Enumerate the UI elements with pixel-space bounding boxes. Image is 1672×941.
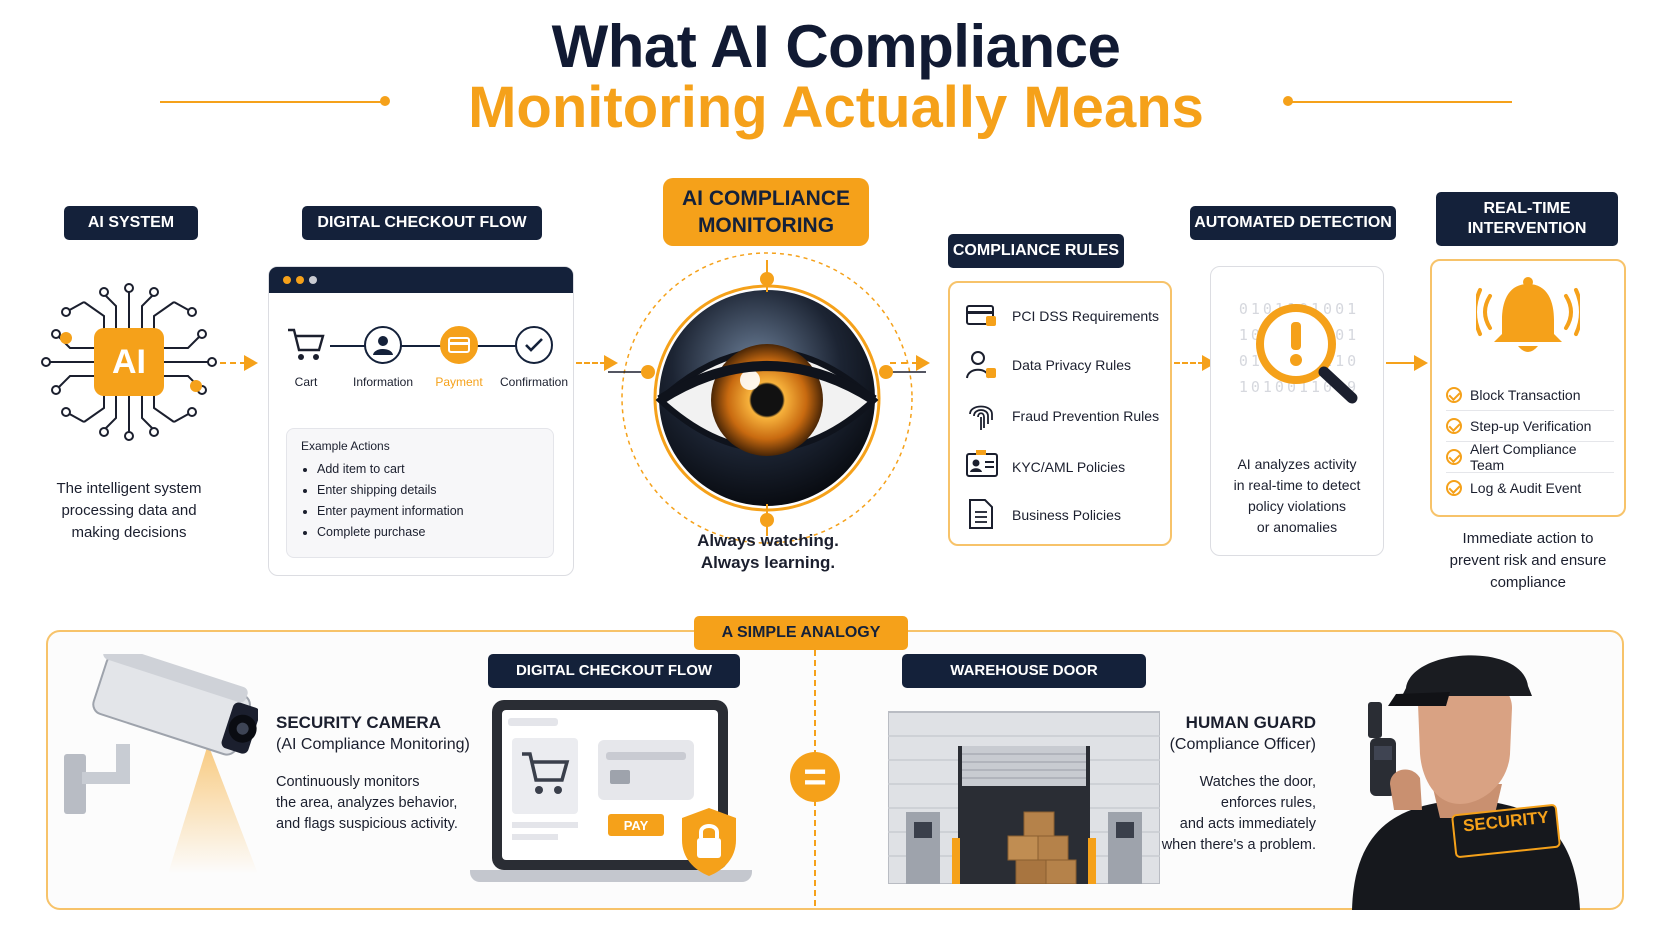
step-label-information: Information xyxy=(352,375,414,389)
flow-arrow-2-head xyxy=(604,355,618,371)
check-circle-icon xyxy=(1446,480,1462,496)
ai-system-label: AI SYSTEM xyxy=(64,206,198,240)
window-dot-icon xyxy=(296,276,304,284)
guard-description: Watches the door, enforces rules, and ac… xyxy=(1161,774,1316,853)
credit-card-icon xyxy=(448,337,470,353)
example-action: Add item to cart xyxy=(317,459,539,480)
step-label-confirmation: Confirmation xyxy=(499,375,569,389)
step-label-payment: Payment xyxy=(435,375,483,389)
title-line-1: What AI Compliance xyxy=(551,13,1121,80)
security-guard-illustration xyxy=(1352,655,1580,910)
camera-title: SECURITY CAMERA xyxy=(276,713,441,732)
real-time-intervention-label: REAL-TIME INTERVENTION xyxy=(1436,192,1618,246)
cart-icon xyxy=(288,328,325,360)
action-step-up-verification: Step-up Verification xyxy=(1446,411,1614,441)
monitoring-label: AI COMPLIANCE MONITORING xyxy=(663,178,869,246)
title-rule-left xyxy=(160,101,385,103)
flow-arrow-1-head xyxy=(244,355,258,371)
action-block-transaction: Block Transaction xyxy=(1446,380,1614,410)
eye-monitor-icon xyxy=(608,252,926,544)
window-titlebar xyxy=(269,267,573,293)
title-rule-right xyxy=(1290,101,1512,103)
equals-badge: = xyxy=(790,752,840,802)
flow-arrow-4 xyxy=(1174,362,1204,364)
analogy-label: A SIMPLE ANALOGY xyxy=(694,616,908,650)
document-icon xyxy=(969,499,993,529)
alarm-bell-icon xyxy=(1476,277,1580,352)
steps-connector xyxy=(330,345,530,347)
checkout-label: DIGITAL CHECKOUT FLOW xyxy=(302,206,542,240)
example-actions-box: Example Actions Add item to cart Enter s… xyxy=(286,428,554,558)
laptop-base xyxy=(470,870,752,882)
security-camera-icon xyxy=(64,654,258,874)
alert-magnifier-icon xyxy=(1256,304,1358,404)
fingerprint-icon xyxy=(969,405,993,430)
user-lock-icon xyxy=(966,351,996,379)
rule-business-policies: Business Policies xyxy=(1012,507,1121,523)
monitoring-caption: Always watching. Always learning. xyxy=(697,531,839,572)
title-dot-right xyxy=(1283,96,1293,106)
ai-circuit-brain-icon xyxy=(41,283,217,441)
analogy-checkout-label: DIGITAL CHECKOUT FLOW xyxy=(488,654,740,688)
card-lock-icon xyxy=(966,305,996,326)
window-dot-icon xyxy=(283,276,291,284)
camera-description: Continuously monitors the area, analyzes… xyxy=(276,774,458,832)
window-dot-icon xyxy=(309,276,317,284)
camera-subtitle: (AI Compliance Monitoring) xyxy=(276,736,470,753)
title-dot-left xyxy=(380,96,390,106)
warehouse-building-icon xyxy=(888,711,1160,884)
intervention-description: Immediate action to prevent risk and ens… xyxy=(1449,530,1607,591)
check-circle-icon xyxy=(1446,449,1462,465)
guard-title: HUMAN GUARD xyxy=(1185,713,1316,732)
flow-arrow-3 xyxy=(890,362,918,364)
pay-button[interactable]: PAY xyxy=(608,814,664,836)
information-step-icon[interactable] xyxy=(364,326,402,364)
confirmation-step-icon[interactable] xyxy=(515,326,553,364)
check-circle-icon xyxy=(1446,418,1462,434)
guard-subtitle: (Compliance Officer) xyxy=(1169,736,1316,753)
id-card-icon xyxy=(966,450,998,477)
rule-data-privacy: Data Privacy Rules xyxy=(1012,357,1132,373)
check-circle-icon xyxy=(1446,387,1462,403)
example-action: Enter shipping details xyxy=(317,480,539,501)
ai-chip-label: AI xyxy=(112,342,146,381)
compliance-rules-card xyxy=(948,281,1172,546)
flow-arrow-1 xyxy=(220,362,246,364)
rule-pci-dss: PCI DSS Requirements xyxy=(1012,308,1160,324)
step-label-cart: Cart xyxy=(294,375,318,389)
warehouse-door-label: WAREHOUSE DOOR xyxy=(902,654,1146,688)
ai-system-description: The intelligent system processing data a… xyxy=(56,480,202,541)
automated-detection-label: AUTOMATED DETECTION xyxy=(1190,206,1396,240)
check-icon xyxy=(525,338,543,352)
detection-description: AI analyzes activity in real-time to det… xyxy=(1233,456,1361,535)
flow-arrow-5 xyxy=(1386,362,1416,364)
flow-arrow-5-head xyxy=(1414,355,1428,371)
intervention-actions: Block Transaction Step-up Verification A… xyxy=(1446,380,1614,503)
laptop-cart-icon xyxy=(522,752,570,794)
example-actions-title: Example Actions xyxy=(301,439,390,453)
example-action: Complete purchase xyxy=(317,522,539,543)
flow-arrow-3-head xyxy=(916,355,930,371)
flow-arrow-2 xyxy=(576,362,606,364)
payment-step-icon[interactable] xyxy=(440,326,478,364)
action-alert-compliance-team: Alert Compliance Team xyxy=(1446,441,1614,473)
action-log-audit-event: Log & Audit Event xyxy=(1446,473,1614,503)
title-line-2: Monitoring Actually Means xyxy=(468,75,1204,140)
example-action: Enter payment information xyxy=(317,501,539,522)
user-icon xyxy=(373,336,393,355)
shield-lock-icon xyxy=(682,808,736,876)
rule-fraud-prevention: Fraud Prevention Rules xyxy=(1012,408,1160,424)
rule-kyc-aml: KYC/AML Policies xyxy=(1012,459,1126,475)
compliance-rules-label: COMPLIANCE RULES xyxy=(948,234,1124,268)
